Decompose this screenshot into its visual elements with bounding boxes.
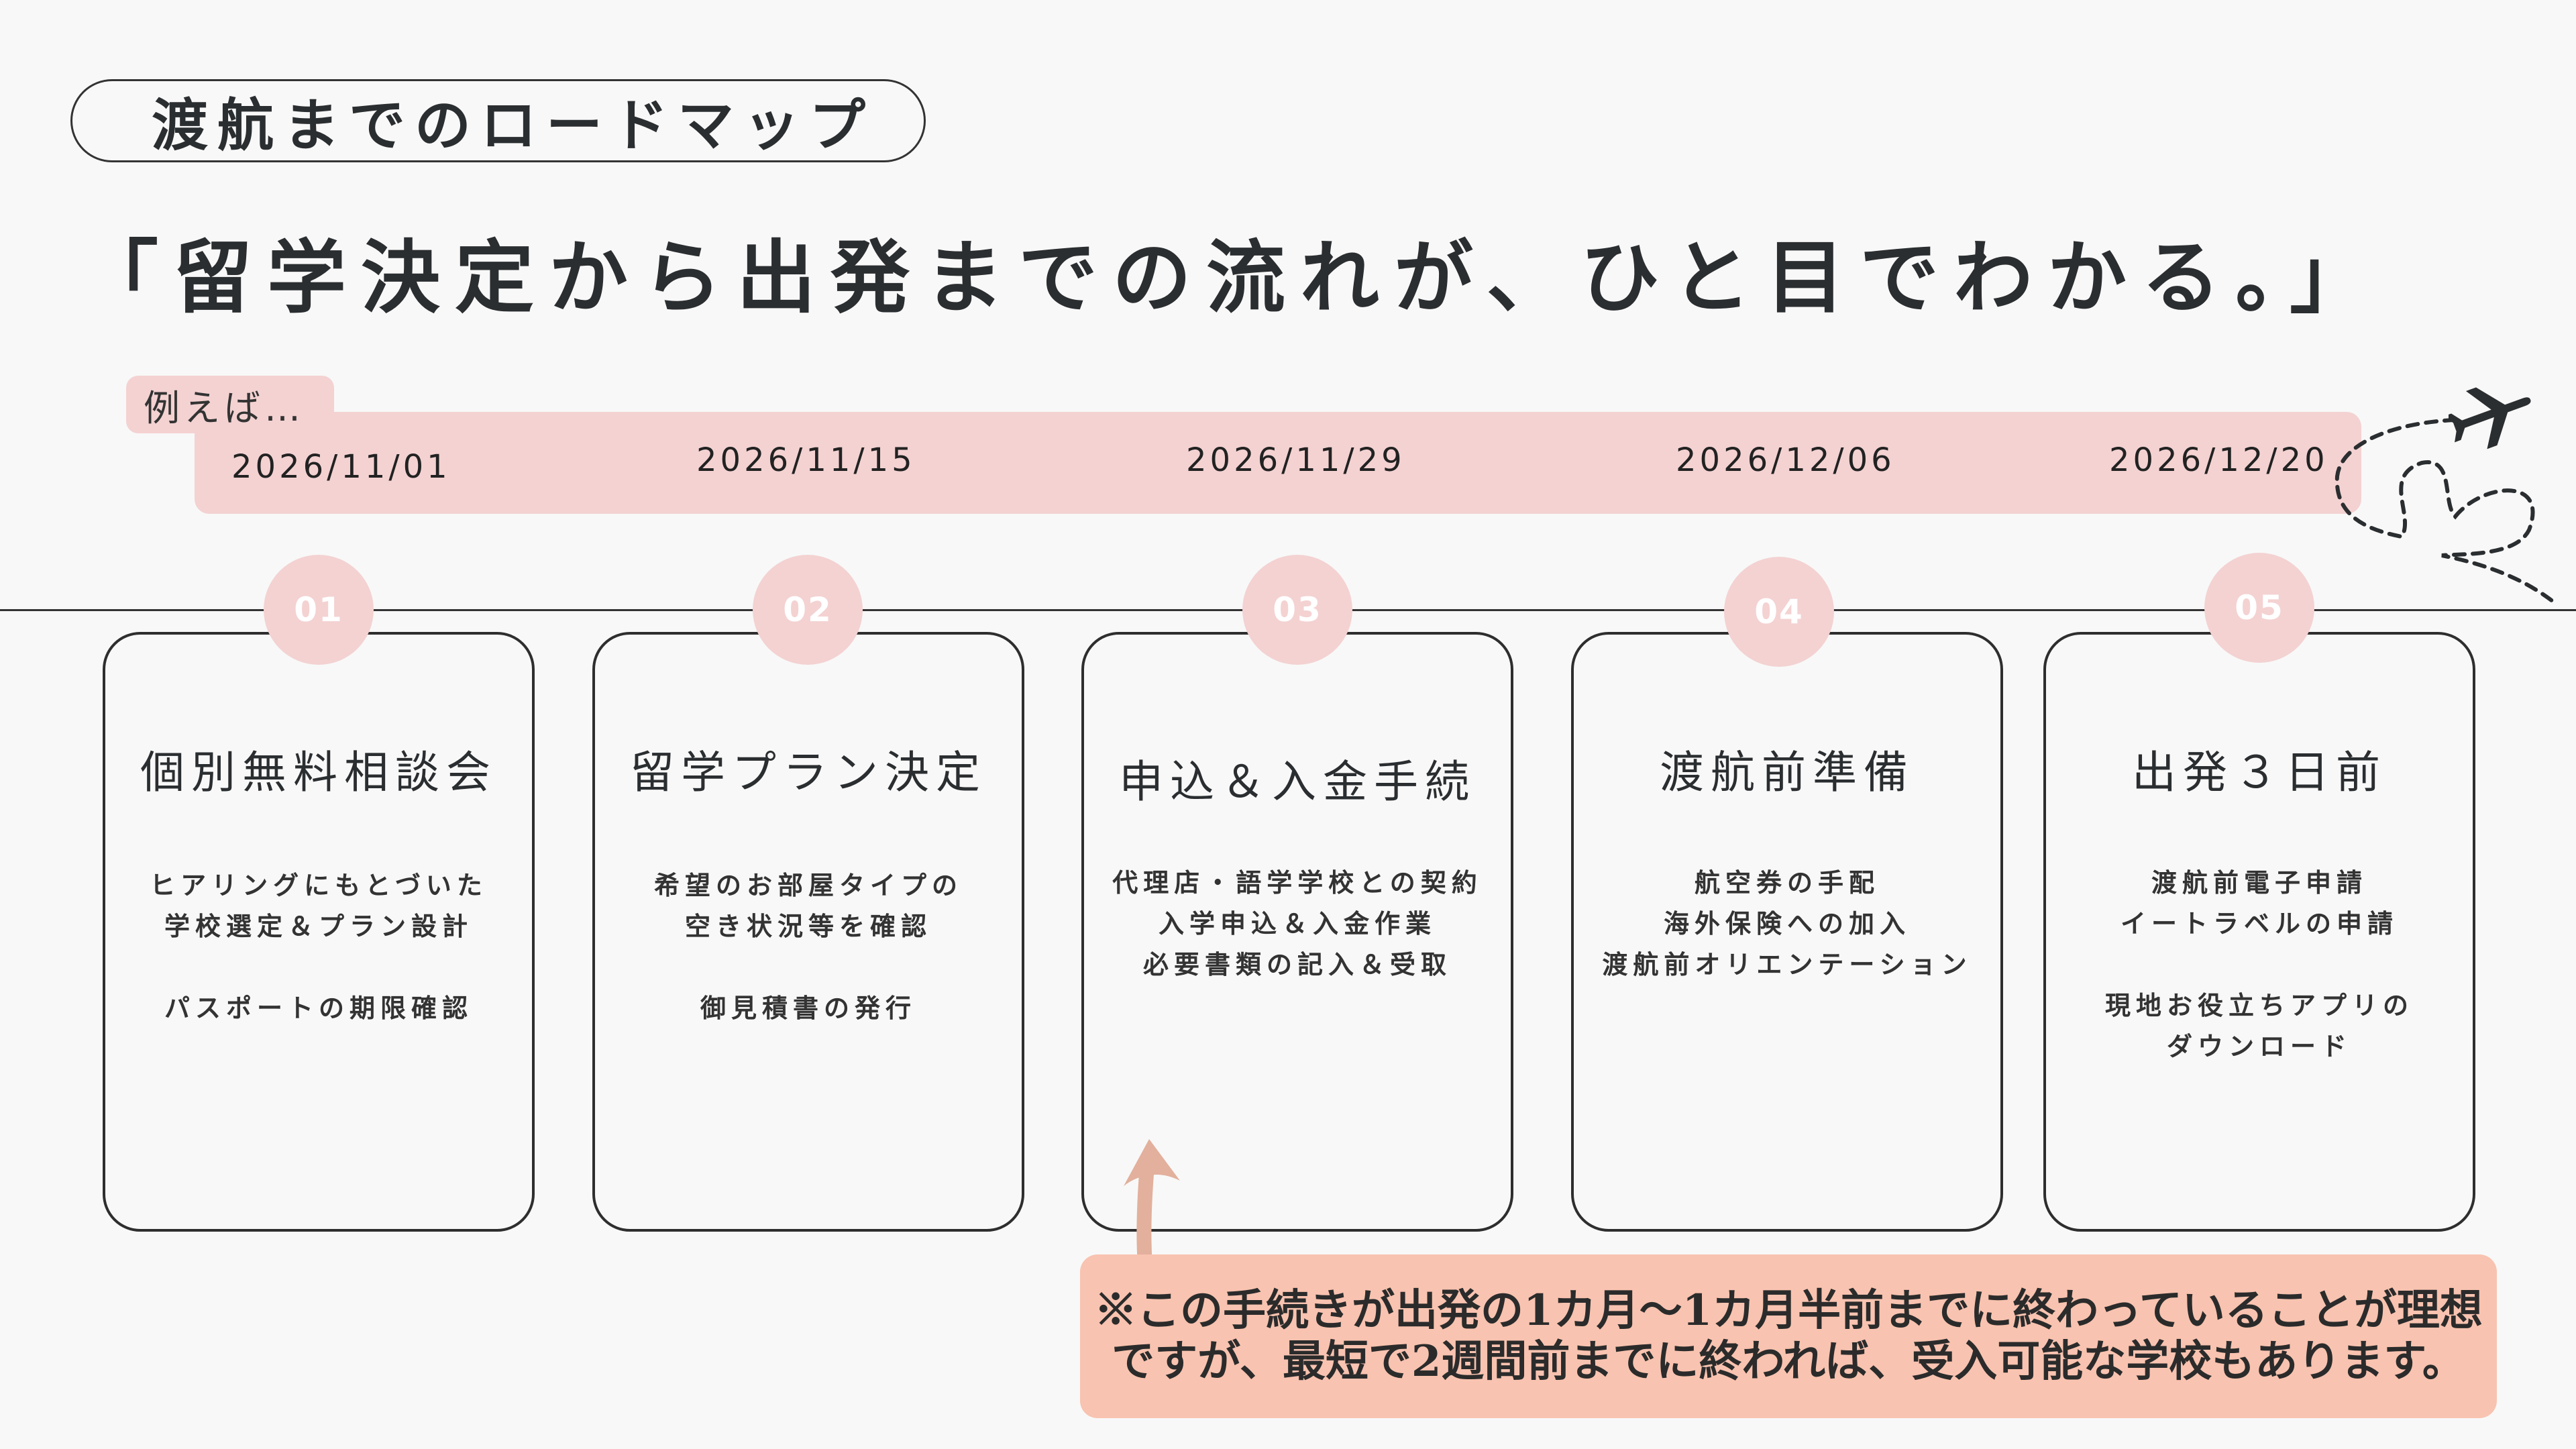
step-1-line: 学校選定＆プラン設計 <box>164 912 473 941</box>
step-1-body: ヒアリングにもとづいた 学校選定＆プラン設計 パスポートの期限確認 <box>105 865 532 1029</box>
pill-title-text: 渡航までのロードマップ <box>152 92 875 158</box>
step-5-line <box>2046 945 2473 985</box>
step-card-1: 個別無料相談会 ヒアリングにもとづいた 学校選定＆プラン設計 パスポートの期限確… <box>103 632 535 1232</box>
step-card-2: 留学プラン決定 希望のお部屋タイプの 空き状況等を確認 御見積書の発行 <box>592 632 1024 1232</box>
date-step-2: 2026/11/15 <box>696 441 916 479</box>
date-step-5: 2026/12/20 <box>2109 441 2328 479</box>
step-5-line: イートラベルの申請 <box>2120 909 2398 938</box>
up-arrow-icon <box>1124 1139 1180 1268</box>
step-4-title: 渡航前準備 <box>1660 747 1915 798</box>
section-pill-title: 渡航までのロードマップ <box>70 79 926 162</box>
note-line-2: ですが、最短で2週間前までに終われば、受入可能な学校もあります。 <box>1112 1336 2465 1387</box>
step-5-line: ダウンロード <box>2166 1032 2352 1061</box>
step-3-body: 代理店・語学学校との契約 入学申込＆入金作業 必要書類の記入＆受取 <box>1084 863 1511 985</box>
step-card-4: 渡航前準備 航空券の手配 海外保険への加入 渡航前オリエンテーション <box>1571 632 2003 1232</box>
step-2-body: 希望のお部屋タイプの 空き状況等を確認 御見積書の発行 <box>595 865 1022 1029</box>
step-5-line: 渡航前電子申請 <box>2151 868 2367 898</box>
step-card-5: 出発３日前 渡航前電子申請 イートラベルの申請 現地お役立ちアプリの ダウンロー… <box>2043 632 2475 1232</box>
step-1-line: パスポートの期限確認 <box>164 994 473 1023</box>
step-3-line: 入学申込＆入金作業 <box>1158 909 1436 938</box>
step-4-line: 渡航前オリエンテーション <box>1602 950 1972 979</box>
step-1-line <box>105 947 532 988</box>
step-5-line: 現地お役立ちアプリの <box>2104 991 2414 1020</box>
step-1-title: 個別無料相談会 <box>140 747 497 798</box>
step-3-line: 代理店・語学学校との契約 <box>1112 868 1483 898</box>
step-number-badge-2: 02 <box>753 555 863 665</box>
step-2-line: 御見積書の発行 <box>700 994 916 1023</box>
step-4-line: 海外保険への加入 <box>1663 909 1911 938</box>
step-2-line: 空き状況等を確認 <box>684 912 932 941</box>
step-card-3: 申込＆入金手続 代理店・語学学校との契約 入学申込＆入金作業 必要書類の記入＆受… <box>1081 632 1513 1232</box>
date-step-3: 2026/11/29 <box>1186 441 1405 479</box>
step-4-line: 航空券の手配 <box>1694 868 1880 898</box>
step-number-badge-5: 05 <box>2204 553 2314 663</box>
date-step-4: 2026/12/06 <box>1676 441 1895 479</box>
date-step-1: 2026/11/01 <box>231 448 451 486</box>
timing-note: ※この手続きが出発の1カ月〜1カ月半前までに終わっていることが理想 ですが、最短… <box>1080 1254 2497 1418</box>
step-number-badge-3: 03 <box>1242 555 1352 665</box>
step-2-line <box>595 947 1022 988</box>
step-number-badge-4: 04 <box>1724 557 1834 667</box>
step-5-title: 出発３日前 <box>2132 747 2387 798</box>
page-headline: 「留学決定から出発までの流れが、ひと目でわかる。」 <box>79 231 2384 324</box>
step-3-title: 申込＆入金手続 <box>1119 756 1476 808</box>
airplane-icon <box>2449 387 2531 449</box>
example-tag: 例えば… <box>126 376 334 433</box>
step-2-title: 留学プラン決定 <box>630 747 987 798</box>
step-2-line: 希望のお部屋タイプの <box>653 871 963 900</box>
step-4-body: 航空券の手配 海外保険への加入 渡航前オリエンテーション <box>1574 863 2000 985</box>
step-5-body: 渡航前電子申請 イートラベルの申請 現地お役立ちアプリの ダウンロード <box>2046 863 2473 1067</box>
note-line-1: ※この手続きが出発の1カ月〜1カ月半前までに終わっていることが理想 <box>1094 1285 2483 1336</box>
date-band <box>195 412 2361 514</box>
step-number-badge-1: 01 <box>264 555 374 665</box>
dashed-heart-flight-path <box>2334 418 2558 606</box>
step-3-line: 必要書類の記入＆受取 <box>1142 950 1452 979</box>
step-1-line: ヒアリングにもとづいた <box>150 871 488 900</box>
